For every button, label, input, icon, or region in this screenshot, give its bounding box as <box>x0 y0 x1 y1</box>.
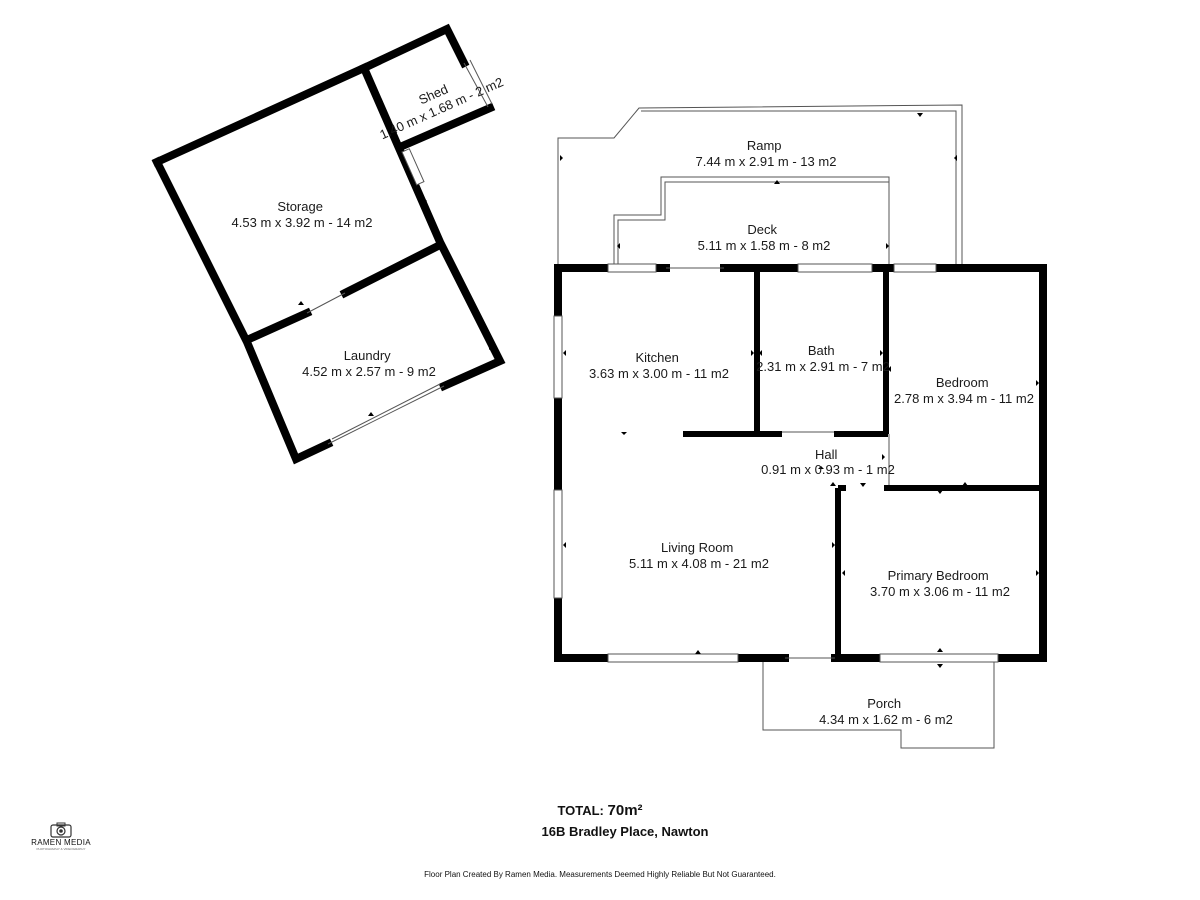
bedroom-label: Bedroom 2.78 m x 3.94 m - 11 m2 <box>894 375 1034 406</box>
deck-inner <box>617 181 889 268</box>
wall-living-primary <box>835 485 846 658</box>
divider-wall-right <box>339 239 446 299</box>
window-bath <box>797 263 873 273</box>
bath-label: Bath 2.31 m x 2.91 m - 7 m2 <box>756 343 890 374</box>
camera-icon <box>50 822 72 838</box>
shed-wall-bottom <box>394 102 496 153</box>
ramp-outline <box>557 104 963 268</box>
ramp-boundary <box>557 104 963 268</box>
porch-outline <box>762 662 995 749</box>
divider-opening <box>306 292 346 314</box>
main-house <box>553 263 1047 663</box>
deck-label: Deck 5.11 m x 1.58 m - 8 m2 <box>698 222 831 253</box>
kitchen-label: Kitchen 3.63 m x 3.00 m - 11 m2 <box>589 350 729 381</box>
ramen-media-logo: RAMEN MEDIA PHOTOGRAPHY & VIDEOGRAPHY <box>26 822 96 851</box>
logo-name: RAMEN MEDIA <box>31 838 91 847</box>
markers <box>178 96 1039 668</box>
window-living <box>607 653 739 663</box>
shed-opening <box>463 62 489 108</box>
wall-left-3 <box>554 594 612 662</box>
laundry-label: Laundry 4.52 m x 2.57 m - 9 m2 <box>302 348 436 379</box>
outbuilding <box>151 23 506 465</box>
storage-window <box>401 148 425 186</box>
ramp-label: Ramp 7.44 m x 2.91 m - 13 m2 <box>696 138 837 169</box>
shed-opening-line <box>469 59 493 105</box>
total-area: TOTAL: 70m² <box>0 802 1200 819</box>
ramp-inner <box>641 110 957 268</box>
storage-label: Storage 4.53 m x 3.92 m - 14 m2 <box>232 199 373 230</box>
porch-label: Porch 4.34 m x 1.62 m - 6 m2 <box>819 696 953 727</box>
living-room-label: Living Room 5.11 m x 4.08 m - 21 m2 <box>629 540 769 571</box>
laundry-door-opening <box>327 385 445 445</box>
total-label: TOTAL: <box>557 803 604 818</box>
wall-top-right <box>932 264 1047 662</box>
shed-wall <box>358 23 470 74</box>
divider-wall <box>241 307 313 346</box>
window-kitchen <box>607 263 657 273</box>
deck-outline <box>613 176 890 268</box>
logo-tagline: PHOTOGRAPHY & VIDEOGRAPHY <box>36 847 86 851</box>
total-value: 70m² <box>607 802 643 819</box>
window-primary <box>879 653 999 663</box>
primary-bedroom-label: Primary Bedroom 3.70 m x 3.06 m - 11 m2 <box>870 568 1010 599</box>
window-bedroom <box>893 263 937 273</box>
outbuilding-wall-left <box>151 156 334 465</box>
window-living-side <box>553 489 563 599</box>
disclaimer: Floor Plan Created By Ramen Media. Measu… <box>424 870 776 879</box>
laundry-door-line <box>331 383 441 440</box>
property-address: 16B Bradley Place, Nawton <box>541 824 709 839</box>
window-kitchen-side <box>553 315 563 399</box>
hall-label: Hall 0.91 m x 0.93 m - 1 m2 <box>761 447 895 477</box>
deck-boundary <box>613 176 890 268</box>
